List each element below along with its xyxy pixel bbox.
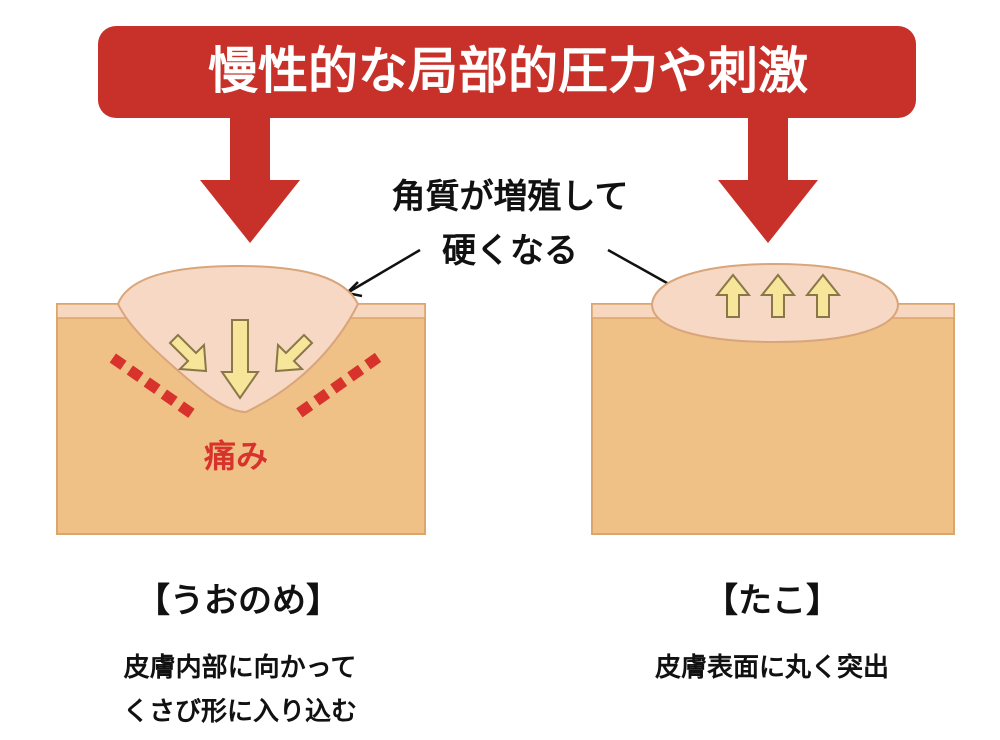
arrow-diagonal-down-right-icon xyxy=(168,333,208,373)
arrow-up-icon xyxy=(714,273,752,318)
corn-title: 【うおのめ】 xyxy=(136,581,340,621)
banner-box xyxy=(98,26,916,118)
banner-title: 慢性的な局部的圧力や刺激 xyxy=(208,42,808,100)
corn-description-line-1: 皮膚内部に向かって xyxy=(124,652,357,683)
callus-illustration xyxy=(591,262,955,535)
callout: 角質が増殖して 硬くなる xyxy=(344,177,686,298)
arrow-diagonal-down-left-icon xyxy=(274,333,314,373)
callout-pointer-left xyxy=(344,248,421,298)
arrow-up-icon xyxy=(759,273,797,318)
callus-description-line-1: 皮膚表面に丸く突出 xyxy=(655,652,889,683)
pressure-banner: 慢性的な局部的圧力や刺激 xyxy=(98,26,916,243)
arrow-down-icon xyxy=(220,319,260,400)
pain-marks-right xyxy=(296,352,382,418)
corn-illustration: 痛み xyxy=(56,264,426,535)
arrow-up-icon xyxy=(804,273,842,318)
pain-label: 痛み xyxy=(204,437,268,475)
callus-title: 【たこ】 xyxy=(704,581,840,621)
corn-description-line-2: くさび形に入り込む xyxy=(123,697,357,727)
banner-arrow-right xyxy=(718,115,818,243)
banner-arrow-left xyxy=(200,115,300,243)
callout-line-1: 角質が増殖して xyxy=(392,177,629,217)
pain-marks-left xyxy=(109,353,195,418)
callout-line-2: 硬くなる xyxy=(442,231,578,271)
